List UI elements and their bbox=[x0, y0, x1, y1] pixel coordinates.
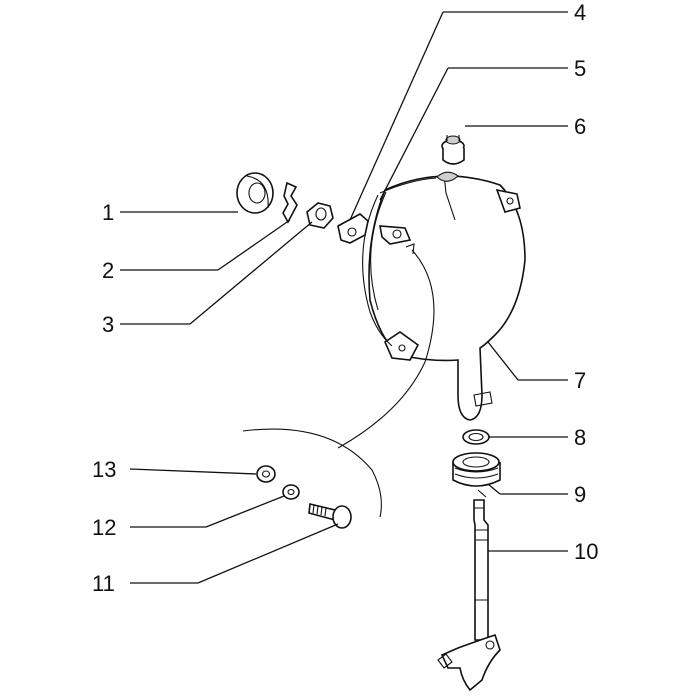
part-10-shaft bbox=[437, 499, 501, 692]
callout-5: 5 bbox=[574, 56, 586, 81]
part-3-small-block bbox=[306, 202, 334, 229]
callout-8: 8 bbox=[574, 425, 586, 450]
control-cable bbox=[337, 243, 435, 449]
part-2-spring-clip bbox=[282, 181, 298, 224]
part-8-o-ring bbox=[462, 429, 490, 445]
part-4-bracket bbox=[337, 213, 369, 244]
callout-3: 3 bbox=[102, 312, 114, 337]
callout-4: 4 bbox=[574, 0, 586, 25]
callout-6: 6 bbox=[574, 114, 586, 139]
callout-10: 10 bbox=[574, 539, 598, 564]
housing-lever bbox=[379, 225, 412, 245]
callout-7: 7 bbox=[574, 368, 586, 393]
part-7-housing-cover bbox=[368, 171, 526, 421]
part-9-gear-spring bbox=[452, 452, 501, 498]
callout-12: 12 bbox=[92, 515, 116, 540]
part-12-lock-washer bbox=[282, 484, 300, 500]
callout-9: 9 bbox=[574, 482, 586, 507]
callout-11: 11 bbox=[92, 571, 115, 596]
callout-13: 13 bbox=[92, 457, 116, 482]
body-contour-arc bbox=[242, 428, 382, 518]
part-11-bolt bbox=[308, 503, 352, 529]
leader-lines bbox=[120, 11, 568, 584]
part-13-flat-washer bbox=[256, 465, 276, 483]
callout-1: 1 bbox=[102, 200, 114, 225]
part-1-disc-washer bbox=[236, 172, 274, 214]
part-6-top-fitting bbox=[441, 135, 465, 165]
callout-2: 2 bbox=[102, 258, 114, 283]
